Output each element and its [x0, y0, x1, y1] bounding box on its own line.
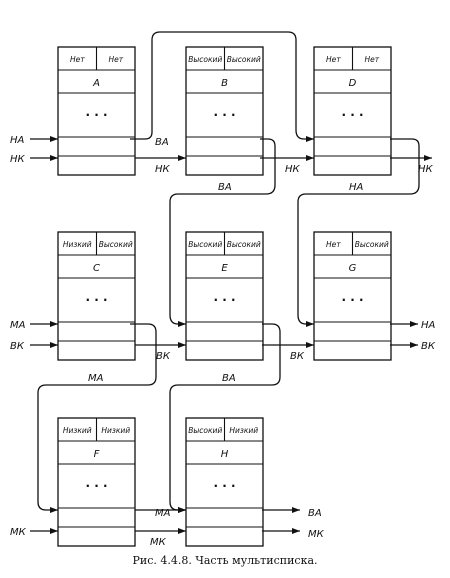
node-dots: · · · — [85, 108, 107, 122]
pointer-labels: НА НК ВА НК НК НК ВА НА МА ВК ВК ВК НА В… — [10, 135, 436, 548]
label-mk-left: МК — [10, 527, 27, 538]
header-right: Низкий — [229, 426, 258, 435]
node-dots: · · · — [85, 479, 107, 493]
header-left: Низкий — [63, 240, 92, 249]
node-dots: · · · — [213, 479, 235, 493]
label-ba-ab: ВА — [155, 137, 169, 148]
label-hk-left: НК — [10, 154, 26, 165]
label-mk-h-out: МК — [308, 529, 325, 540]
node-letter: G — [349, 263, 357, 274]
label-ba-eh: ВА — [222, 373, 236, 384]
node-dots: · · · — [213, 108, 235, 122]
label-bk-eg: ВК — [290, 351, 305, 362]
node-letter: D — [349, 78, 357, 89]
label-bk-g-out: ВК — [421, 341, 436, 352]
arrow-ma-c-f — [37, 323, 157, 513]
label-hk-d-out: НК — [418, 164, 434, 175]
label-ha-g-out: НА — [421, 320, 436, 331]
node-dots: · · · — [341, 293, 363, 307]
node-box — [185, 46, 264, 176]
label-ha-dg: НА — [349, 182, 364, 193]
node-box — [313, 46, 392, 176]
header-left: Нет — [326, 240, 341, 249]
arrow-ha-d-g — [297, 138, 420, 327]
label-bk-ce: ВК — [156, 351, 171, 362]
header-right: Высокий — [355, 240, 389, 249]
node-letter: A — [92, 78, 100, 89]
node-dots: · · · — [85, 293, 107, 307]
label-ma-cf: МА — [88, 373, 104, 384]
label-bk-left: ВК — [10, 341, 25, 352]
header-right: Высокий — [99, 240, 133, 249]
node-letter: F — [94, 449, 100, 460]
label-ha-left: НА — [10, 135, 25, 146]
node-letter: E — [221, 263, 228, 274]
header-left: Низкий — [63, 426, 92, 435]
node-dots: · · · — [213, 293, 235, 307]
arrow-ba-b-e — [169, 138, 276, 327]
header-right: Нет — [364, 55, 379, 64]
header-left: Нет — [70, 55, 85, 64]
label-hk-ab: НК — [155, 164, 171, 175]
node-letter: C — [93, 263, 100, 274]
node-letter: B — [221, 78, 228, 89]
header-right: Низкий — [101, 426, 130, 435]
node-box — [185, 231, 264, 361]
label-ma-fh: МА — [155, 508, 171, 519]
header-left: Высокий — [188, 240, 222, 249]
header-right: Высокий — [227, 240, 261, 249]
label-mk-fh: МК — [150, 537, 167, 548]
label-ma-left: МА — [10, 320, 26, 331]
header-right: Нет — [108, 55, 123, 64]
node-dots: · · · — [341, 108, 363, 122]
label-ba-be: ВА — [218, 182, 232, 193]
header-left: Высокий — [188, 426, 222, 435]
arrow-ba-e-h — [169, 323, 281, 513]
label-ba-h-out: ВА — [308, 508, 322, 519]
header-right: Высокий — [227, 55, 261, 64]
node-letter: H — [221, 449, 229, 460]
pointer-arrows — [30, 31, 432, 534]
arrow-ba-a-d — [130, 31, 314, 142]
label-hk-bd: НК — [285, 164, 301, 175]
figure-caption: Рис. 4.4.8. Часть мультисписка. — [132, 554, 318, 567]
header-left: Нет — [326, 55, 341, 64]
header-left: Высокий — [188, 55, 222, 64]
